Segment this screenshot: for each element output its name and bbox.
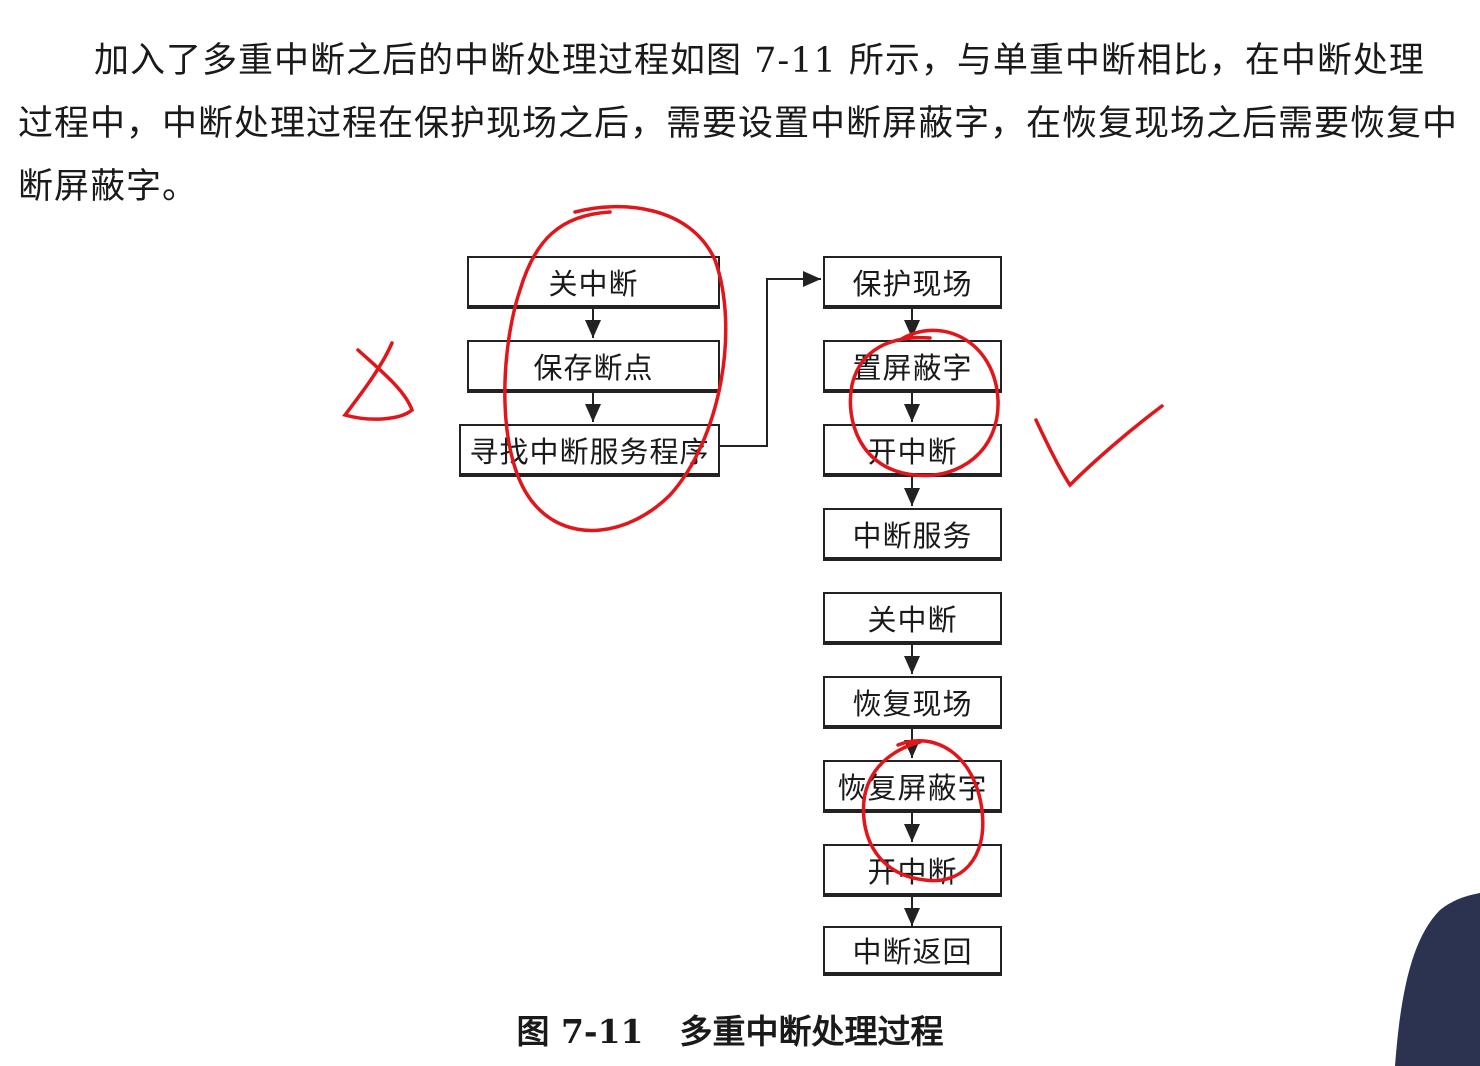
flow-box: 恢复屏蔽字	[823, 760, 1002, 811]
circle-annotation-left	[503, 204, 728, 533]
flow-box: 保护现场	[823, 256, 1002, 307]
flow-box: 中断返回	[823, 926, 1002, 974]
cross-annotation	[342, 341, 415, 421]
check-annotation	[1034, 404, 1164, 488]
circle-annotation-right-bottom	[861, 739, 985, 883]
flow-box: 关中断	[823, 592, 1002, 643]
figure-caption: 图 7-11 多重中断处理过程	[0, 1005, 1460, 1053]
caption-title: 多重中断处理过程	[679, 1012, 944, 1051]
caption-number: 图 7-11	[516, 1012, 644, 1051]
paragraph-text: 加入了多重中断之后的中断处理过程如图 7-11 所示，与单重中断相比，在中断处理…	[18, 41, 1459, 207]
body-paragraph: 加入了多重中断之后的中断处理过程如图 7-11 所示，与单重中断相比，在中断处理…	[18, 30, 1458, 219]
flow-box: 开中断	[823, 844, 1002, 895]
circle-annotation-right-top	[848, 328, 1000, 478]
flow-box-close-interrupt: 关中断	[467, 256, 720, 307]
flow-box-find-service: 寻找中断服务程序	[459, 424, 720, 475]
flow-box: 开中断	[823, 424, 1002, 475]
flow-box: 恢复现场	[823, 676, 1002, 727]
flow-box: 中断服务	[823, 508, 1002, 559]
arrow-to-right-column	[720, 271, 821, 447]
